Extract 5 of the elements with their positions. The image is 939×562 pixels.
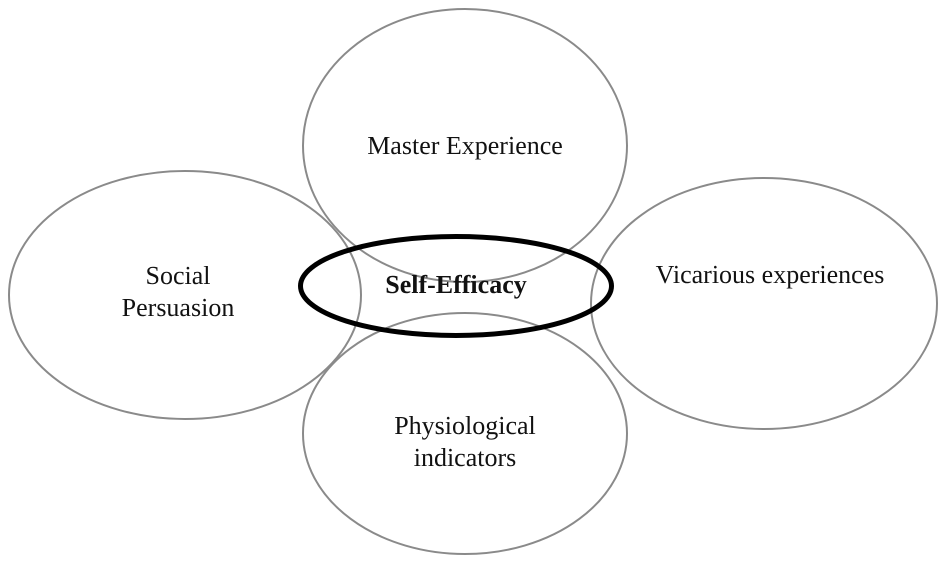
node-label: Master Experience	[366, 130, 564, 162]
node-label: Social Persuasion	[120, 260, 236, 324]
node-label: Vicarious experiences	[654, 259, 886, 291]
node-label: Physiological indicators	[393, 410, 537, 474]
node-label: Self-Efficacy	[384, 269, 528, 301]
